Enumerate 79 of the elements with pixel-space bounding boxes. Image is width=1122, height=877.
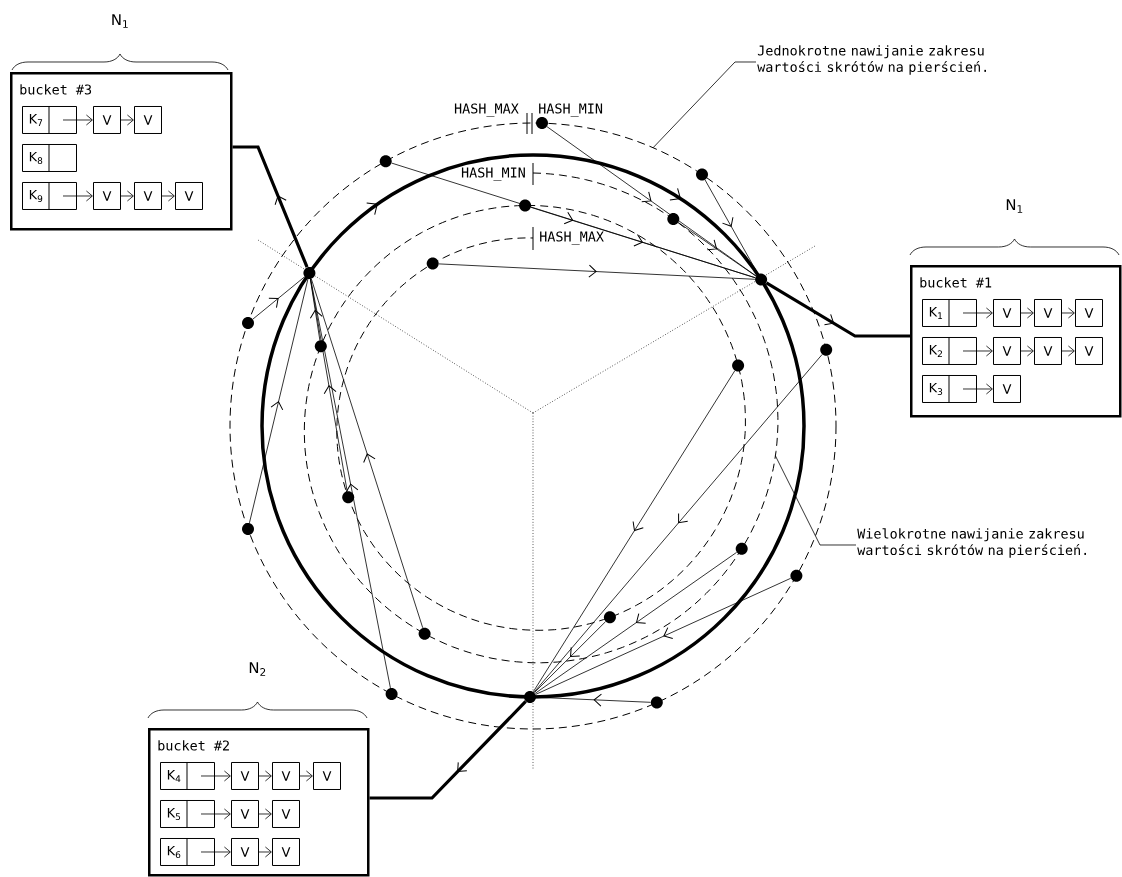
value-cell: V	[134, 106, 162, 134]
value-cell: V	[93, 106, 121, 134]
value-cell: V	[272, 838, 300, 866]
leader-line	[775, 455, 857, 546]
pointer-arrow	[62, 114, 93, 126]
value-cell: V	[93, 182, 121, 210]
point	[314, 340, 327, 353]
value-cell: V	[1075, 337, 1103, 365]
key-cell: K$_{3}$	[922, 374, 977, 404]
set-label: N$_{1}$	[112, 14, 128, 28]
pointer-arrow	[962, 307, 993, 319]
hash-label: HASH_MIN	[461, 167, 525, 181]
key-cell: K$_{1}$	[922, 298, 977, 328]
note-text: Jednokrotne nawijanie zakresu wartości skrótów na pierścień.	[757, 45, 987, 75]
value-cell: V	[175, 182, 203, 210]
point	[696, 168, 708, 181]
point	[650, 696, 663, 709]
value-cell: V	[1034, 299, 1062, 327]
pointer-arrow	[258, 808, 272, 820]
value-cell: V	[272, 800, 300, 828]
value-cell: V	[1075, 299, 1103, 327]
value-cell: V	[993, 299, 1021, 327]
point	[790, 569, 803, 582]
point	[342, 491, 355, 504]
point	[732, 359, 745, 372]
key-cell: K$_{7}$	[22, 105, 77, 135]
value-cell: V	[231, 762, 259, 790]
value-cell: V	[993, 375, 1021, 403]
pointer-arrow	[120, 190, 134, 202]
pointer-arrow	[1061, 307, 1075, 319]
key-cell: K$_{9}$	[22, 181, 77, 211]
point	[536, 117, 548, 130]
pointer-arrow	[258, 846, 272, 858]
point	[242, 522, 254, 535]
hash-label: HASH_MIN	[539, 103, 603, 117]
pointer-arrow	[200, 808, 231, 820]
point	[820, 343, 833, 356]
pointer-arrow	[258, 770, 272, 782]
pointer-arrow	[962, 345, 993, 357]
point	[385, 688, 398, 700]
value-cell: V	[272, 762, 300, 790]
point	[755, 273, 768, 286]
key-cell: K$_{5}$	[160, 799, 215, 829]
point	[418, 627, 431, 640]
key-cell: K$_{2}$	[922, 336, 977, 366]
hash-label: HASH_MAX	[540, 231, 604, 245]
pointer-arrow	[1020, 307, 1034, 319]
hash-label: HASH_MAX	[454, 103, 519, 117]
pointer-arrow	[1020, 345, 1034, 357]
pointer-arrow	[1061, 345, 1075, 357]
value-cell: V	[134, 182, 162, 210]
key-cell: K$_{4}$	[160, 761, 215, 791]
pointer-arrow	[62, 190, 93, 202]
note-text: Wielokrotne nawijanie zakresu wartości skrótów na pierścień.	[857, 528, 1087, 558]
pointer-arrow	[299, 770, 313, 782]
point	[667, 213, 680, 226]
point	[379, 155, 392, 168]
pointer-arrow	[120, 114, 134, 126]
point	[519, 199, 532, 212]
pointer-arrow	[161, 190, 175, 202]
set-label: N$_{2}$	[249, 662, 266, 676]
value-cell: V	[313, 762, 341, 790]
value-cell: V	[993, 337, 1021, 365]
leader-line	[652, 61, 757, 149]
pointer-arrow	[962, 383, 993, 395]
set-label: N$_{1}$	[1006, 199, 1023, 213]
key-cell: K$_{8}$	[22, 143, 77, 173]
value-cell: V	[1034, 337, 1062, 365]
point	[426, 257, 439, 270]
point	[303, 266, 316, 279]
pointer-arrow	[200, 846, 231, 858]
point	[524, 691, 536, 703]
value-cell: V	[231, 800, 259, 828]
point	[603, 611, 616, 624]
point	[242, 317, 254, 330]
key-cell: K$_{6}$	[160, 837, 215, 867]
value-cell: V	[231, 838, 259, 866]
pointer-arrow	[200, 770, 231, 782]
point	[735, 542, 748, 555]
